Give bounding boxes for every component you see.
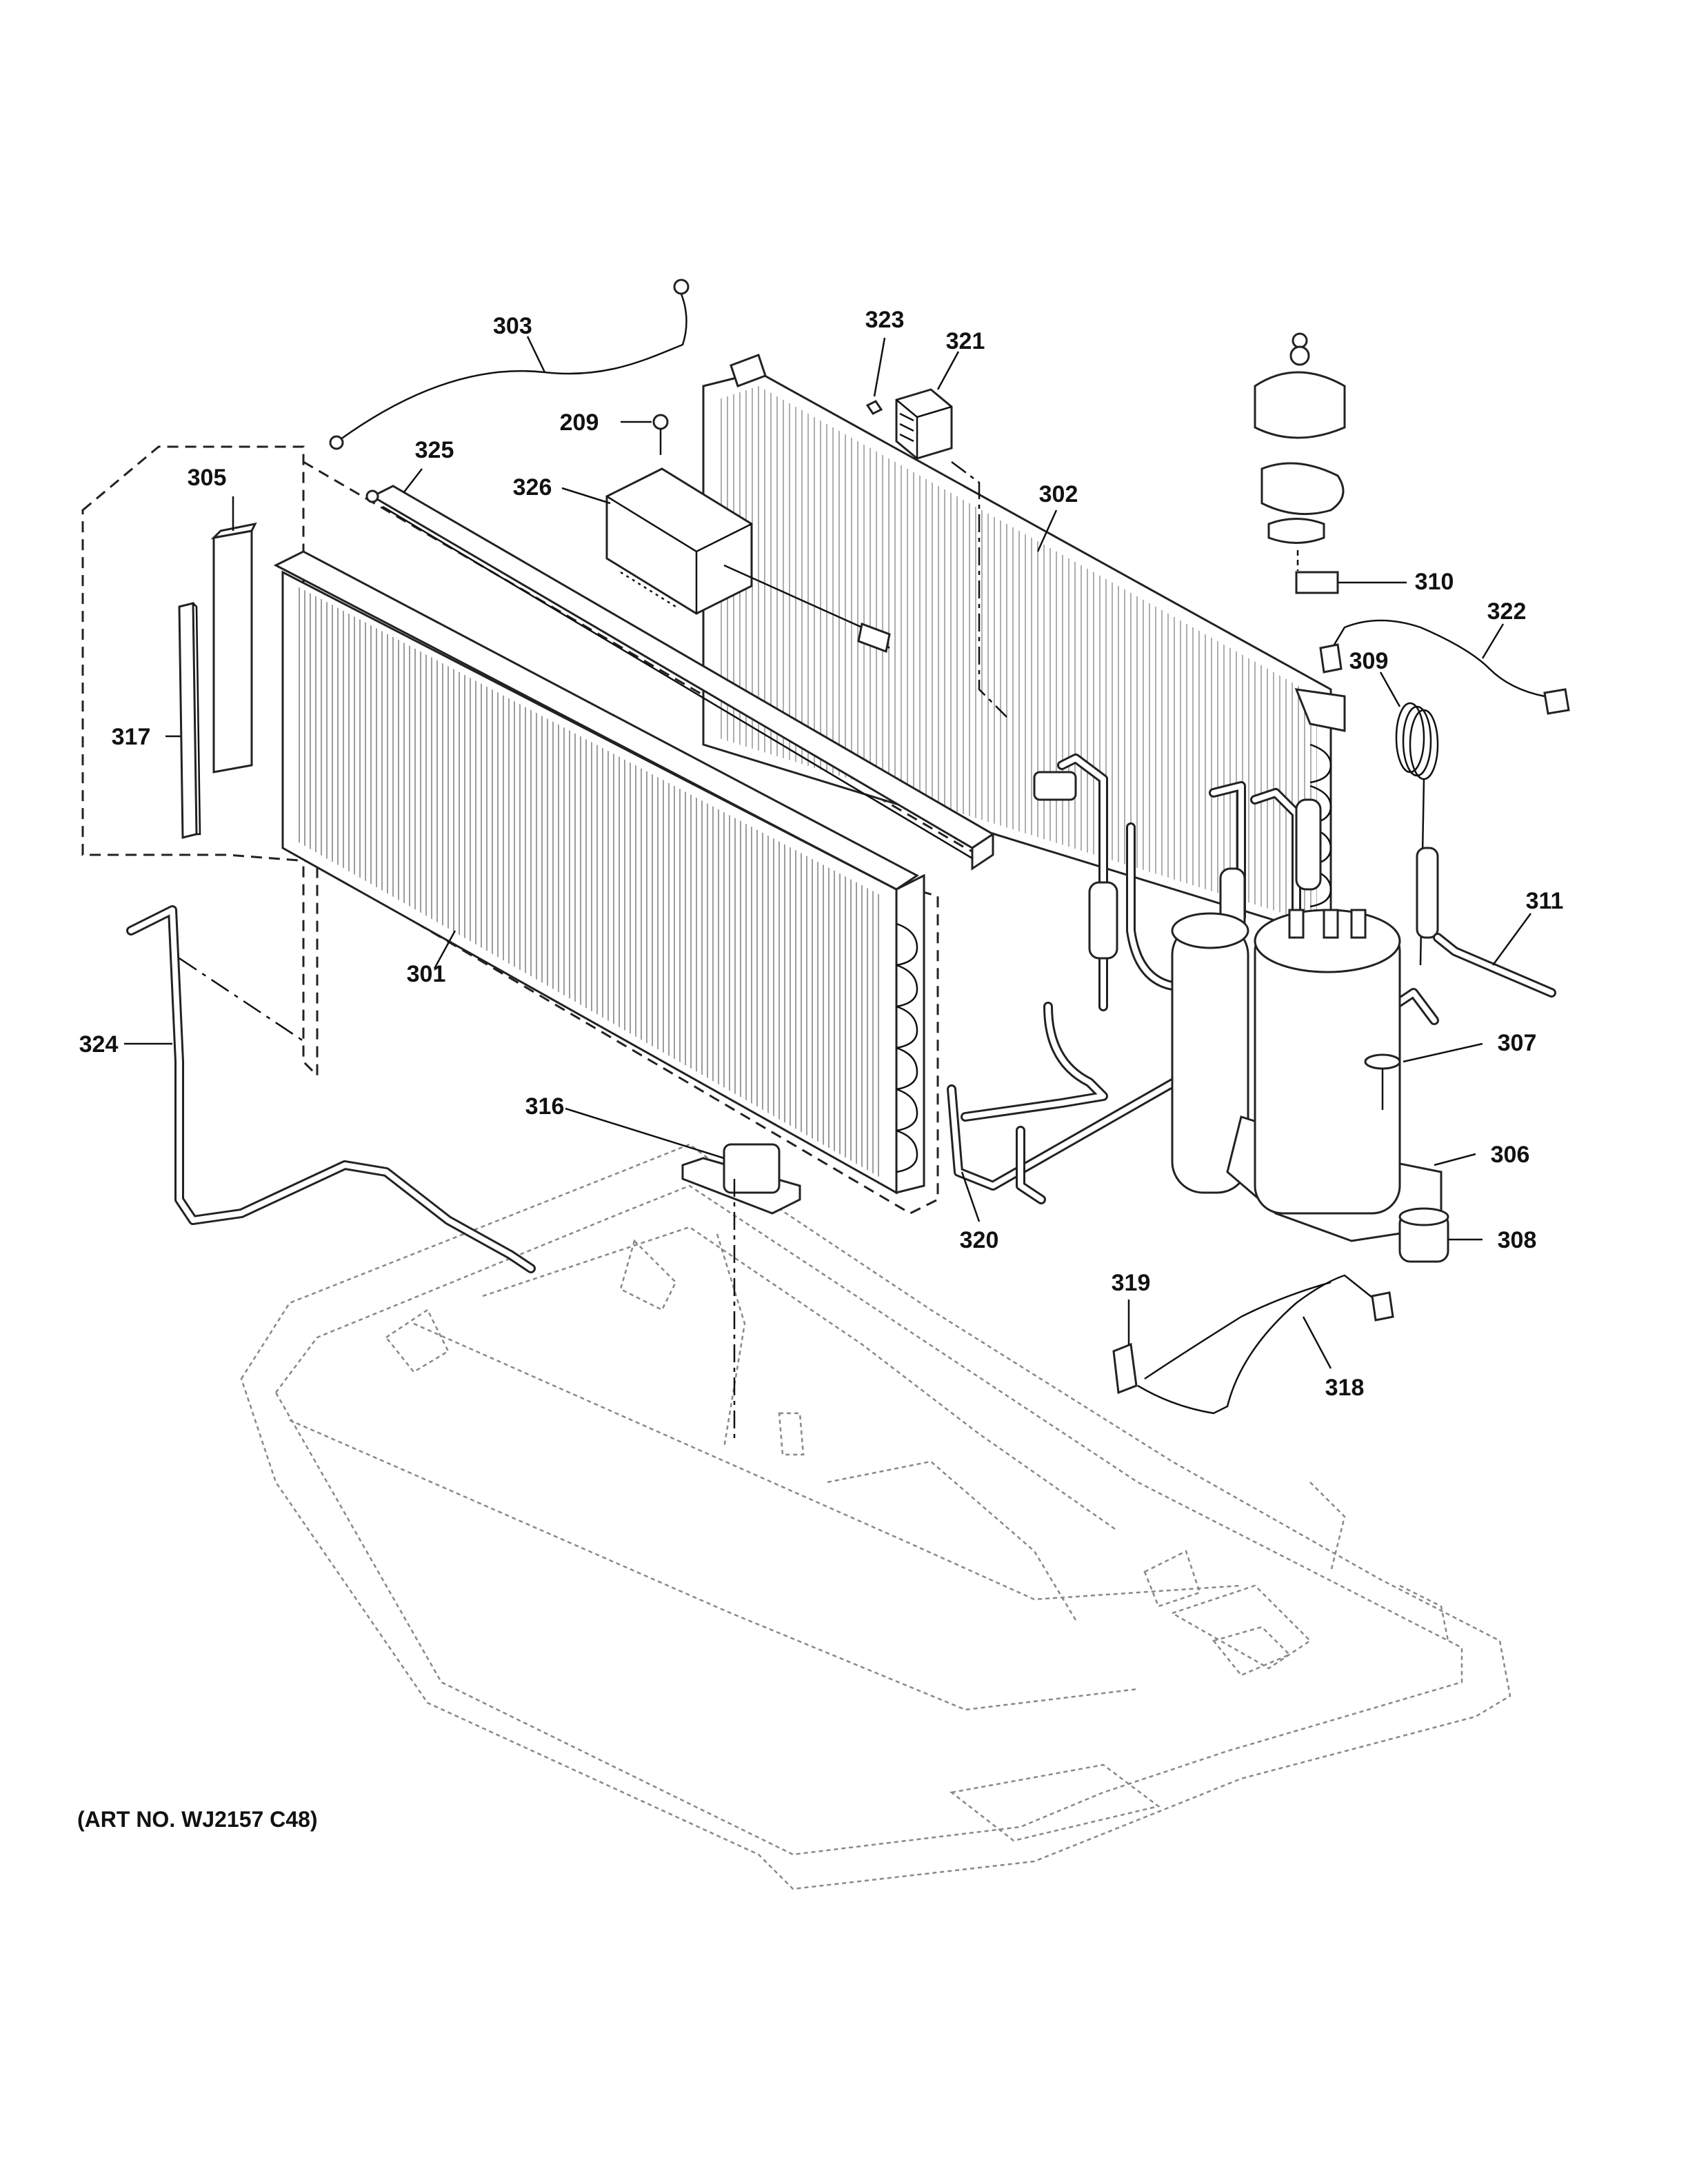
callout-306: 306 [1491,1142,1530,1168]
callout-302: 302 [1039,481,1078,507]
callout-320: 320 [960,1227,999,1253]
wire-harness [1137,1274,1394,1415]
sensor-lead [1319,619,1570,715]
callout-318: 318 [1325,1375,1365,1401]
grommet [1398,1207,1449,1263]
callout-labels: 303 323 321 209 325 305 326 302 310 322 … [79,307,1564,1401]
callout-321: 321 [946,328,985,354]
callout-305: 305 [188,465,227,491]
callout-326: 326 [513,474,552,501]
accumulator [1171,912,1249,1194]
motor-mount-block [895,388,1007,718]
mounting-bolt [1364,1053,1401,1110]
refrigerant-piping [947,754,1439,1204]
callout-309: 309 [1349,648,1389,674]
drain-motor [681,1143,801,1441]
callout-317: 317 [112,724,151,750]
evaporator-coil [273,550,925,1195]
callout-323: 323 [865,307,905,333]
sensor-bracket [1112,1342,1138,1395]
drain-hose [126,905,536,1273]
filter-panel [210,522,257,774]
compressor [1226,909,1443,1242]
ground-wire [329,279,690,450]
callout-316: 316 [525,1093,565,1120]
screw [652,414,669,455]
filter-bracket [178,602,201,839]
filter-dryer [1416,847,1556,998]
callout-319: 319 [1112,1270,1151,1296]
drain-rail [365,485,995,871]
callout-310: 310 [1415,569,1454,595]
callout-311: 311 [1526,888,1564,914]
leader-lines [124,336,1532,1369]
condenser-coil [702,354,1346,940]
control-box [605,467,891,654]
art-number: (ART NO. WJ2157 C48) [77,1807,318,1832]
reversing-valve-assembly [1254,332,1346,594]
callout-322: 322 [1487,598,1527,625]
coil-return-bends [896,922,918,1173]
callout-209: 209 [560,410,599,436]
bolt [865,400,883,415]
callout-324: 324 [79,1031,119,1058]
callout-303: 303 [493,313,532,339]
callout-301: 301 [407,961,446,987]
base-pan [240,1143,1511,1890]
callout-307: 307 [1498,1030,1537,1056]
callout-308: 308 [1498,1227,1537,1253]
callout-325: 325 [415,437,454,463]
